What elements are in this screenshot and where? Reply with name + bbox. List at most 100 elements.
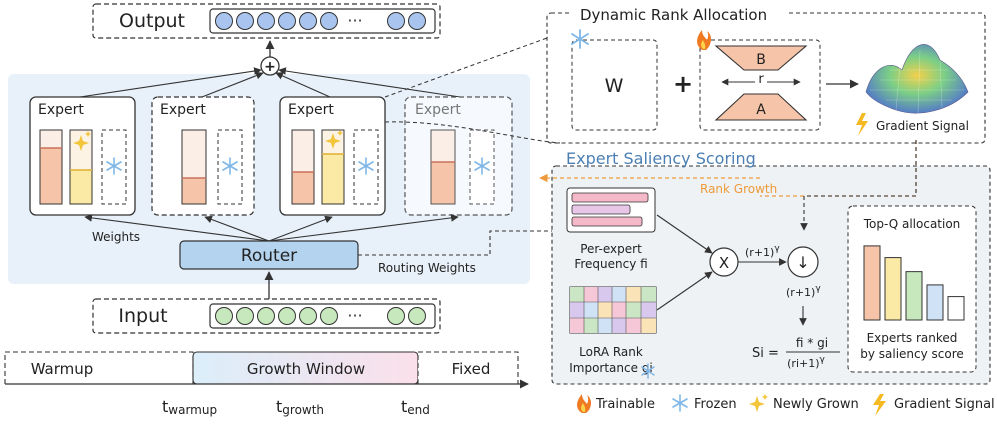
lora-importance-grid: LoRA Rank Importance gi (569, 286, 657, 375)
topq-bar (884, 257, 902, 321)
output-dot (320, 12, 338, 30)
multiply-node: X (709, 247, 739, 277)
combine-plus-node: + (260, 56, 280, 76)
lightning-icon (856, 113, 868, 136)
svg-text:Per-expert: Per-expert (580, 242, 642, 256)
grown-bar (321, 153, 345, 205)
router-label: Router (241, 246, 297, 266)
grown-bar (69, 169, 93, 205)
topq-title: Top-Q allocation (863, 217, 961, 231)
plus-sign: + (673, 70, 693, 98)
expert-label: Expert (38, 102, 84, 118)
topq-bar (863, 245, 881, 321)
topq-bars (863, 245, 965, 321)
svg-text:(ri+1)γ: (ri+1)γ (787, 355, 825, 370)
snowflake-icon (106, 157, 122, 175)
output-dot (278, 12, 296, 30)
topq-allocation: Top-Q allocation Experts ranked by salie… (847, 205, 977, 373)
w-label: W (605, 75, 624, 97)
svg-text:Newly Grown: Newly Grown (773, 397, 859, 412)
flame-icon (577, 394, 592, 413)
legend-gradient-signal: Gradient Signal (873, 394, 995, 416)
routing-weights-label: Routing Weights (378, 261, 476, 275)
svg-text:Importance gi: Importance gi (569, 361, 653, 375)
snowflake-icon (571, 29, 589, 49)
svg-text:fi * gi: fi * gi (796, 336, 828, 350)
snowflake-icon (222, 157, 238, 175)
output-dot (236, 12, 254, 30)
gradient-signal-label: Gradient Signal (876, 119, 969, 133)
expert-2: Expert (151, 96, 255, 216)
trainable-bar (430, 161, 456, 205)
weights-label: Weights (92, 230, 140, 244)
input-row: Input ··· (92, 298, 441, 334)
r1-gamma-mid: (r+1)γ (786, 284, 821, 299)
output-dot (215, 12, 233, 30)
divide-node: ↓ (787, 246, 819, 278)
svg-text:Si =: Si = (752, 346, 779, 361)
router: Router (179, 240, 359, 270)
flame-icon (697, 30, 712, 50)
tick-growth: tgrowth (276, 397, 324, 417)
rank-growth-label: Rank Growth (700, 182, 777, 196)
snowflake-icon (474, 157, 490, 175)
snowflake-icon (641, 363, 655, 379)
surface-plot-icon (865, 44, 969, 115)
phase-fixed: Fixed (452, 360, 491, 378)
svg-text:+: + (264, 59, 276, 75)
output-dots: ··· (215, 11, 426, 30)
timeline: Warmup Growth Window Fixed twarmup tgrow… (4, 351, 529, 417)
tick-end: tend (401, 397, 430, 417)
svg-text:Experts ranked: Experts ranked (867, 331, 958, 345)
a-label: A (756, 102, 766, 118)
r-label: r (758, 72, 764, 87)
output-ellipsis: ··· (347, 11, 362, 30)
svg-text:Frozen: Frozen (694, 397, 737, 412)
output-dot (299, 12, 317, 30)
input-ellipsis: ··· (347, 306, 362, 325)
input-dot (387, 307, 405, 325)
trainable-bar (181, 177, 207, 205)
sparkle-icon (325, 130, 343, 149)
topq-bar (905, 271, 923, 321)
b-label: B (756, 52, 766, 68)
input-dot (320, 307, 338, 325)
output-dot (408, 12, 426, 30)
snowflake-icon (672, 394, 688, 412)
dynamic-rank-allocation: Dynamic Rank Allocation W + B r A (384, 4, 986, 144)
topq-bar (926, 284, 944, 321)
r1-gamma-top: (r+1)γ (745, 244, 780, 259)
topq-bar (947, 296, 965, 321)
input-dot (408, 307, 426, 325)
saliency-title: Expert Saliency Scoring (566, 149, 756, 168)
dynamic-rank-title: Dynamic Rank Allocation (580, 6, 767, 24)
legend-newly-grown: Newly Grown (749, 394, 859, 412)
legend-frozen: Frozen (672, 394, 737, 412)
phase-growth-window: Growth Window (247, 360, 365, 378)
output-dot (387, 12, 405, 30)
expert-panel (8, 74, 530, 284)
output-dot (257, 12, 275, 30)
svg-text:↓: ↓ (796, 253, 809, 272)
expert-1: Expert (29, 96, 136, 216)
trainable-bar (291, 171, 315, 205)
input-dot (215, 307, 233, 325)
lora-b-matrix (714, 45, 808, 71)
input-dot (299, 307, 317, 325)
lora-a-matrix (714, 93, 808, 121)
snowflake-icon (358, 157, 374, 175)
lightning-icon (873, 394, 886, 416)
svg-text:Gradient Signal: Gradient Signal (894, 397, 995, 412)
input-label: Input (118, 305, 167, 327)
output-label: Output (119, 10, 185, 32)
phase-warmup: Warmup (31, 360, 94, 378)
expert-label: Expert (415, 102, 461, 118)
tick-warmup: twarmup (162, 397, 217, 417)
sparkle-icon (73, 131, 91, 151)
saliency-formula: Si = fi * gi (ri+1)γ (752, 336, 840, 370)
expert-saliency-scoring: Expert Saliency Scoring Rank Growth Per-… (539, 140, 991, 385)
svg-text:Frequency fi: Frequency fi (574, 257, 647, 271)
output-row: Output ··· (92, 3, 441, 39)
